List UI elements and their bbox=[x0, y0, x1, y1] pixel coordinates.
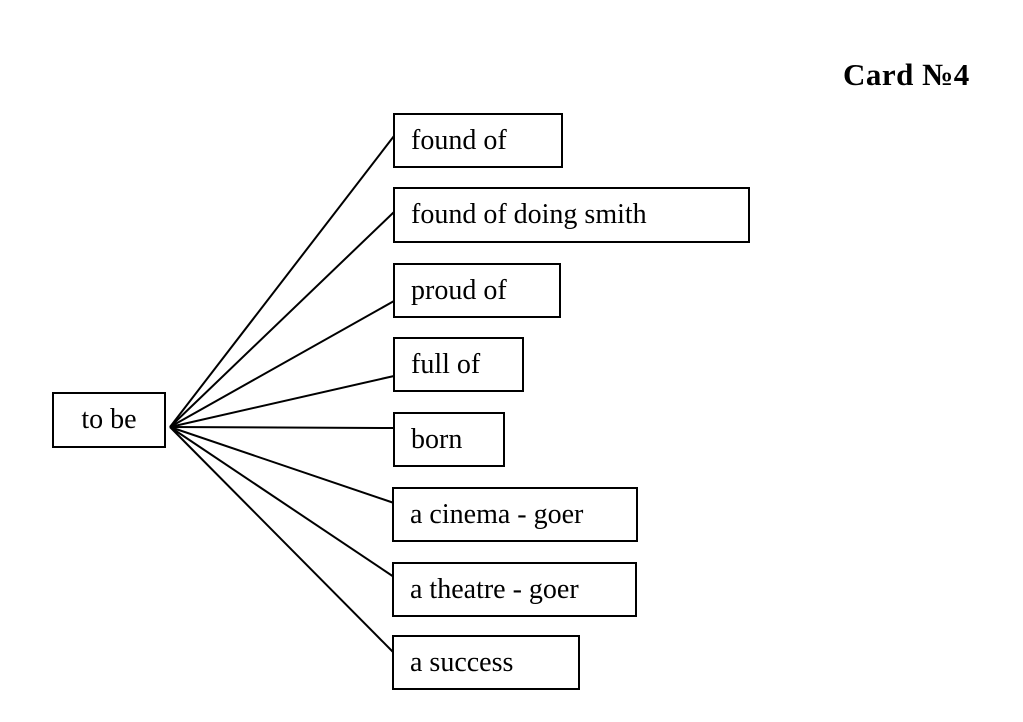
diagram-node: found of doing smith bbox=[393, 187, 750, 243]
page-title: Card №4 bbox=[843, 57, 970, 92]
connector-line bbox=[169, 211, 395, 428]
diagram-node: full of bbox=[393, 337, 524, 392]
connector-line bbox=[169, 426, 395, 429]
diagram-node: found of bbox=[393, 113, 563, 168]
connector-line bbox=[169, 426, 395, 654]
diagram-node: born bbox=[393, 412, 505, 467]
diagram-node: a success bbox=[392, 635, 580, 690]
diagram-node: a cinema - goer bbox=[392, 487, 638, 542]
diagram-node: proud of bbox=[393, 263, 561, 318]
connector-line-group bbox=[169, 135, 395, 654]
diagram-node: a theatre - goer bbox=[392, 562, 637, 617]
connector-line bbox=[169, 375, 395, 428]
connector-line bbox=[169, 426, 395, 578]
connector-line bbox=[169, 135, 395, 428]
root-node-to-be: to be bbox=[52, 392, 166, 448]
connector-line bbox=[169, 426, 395, 504]
connector-line bbox=[169, 300, 395, 428]
